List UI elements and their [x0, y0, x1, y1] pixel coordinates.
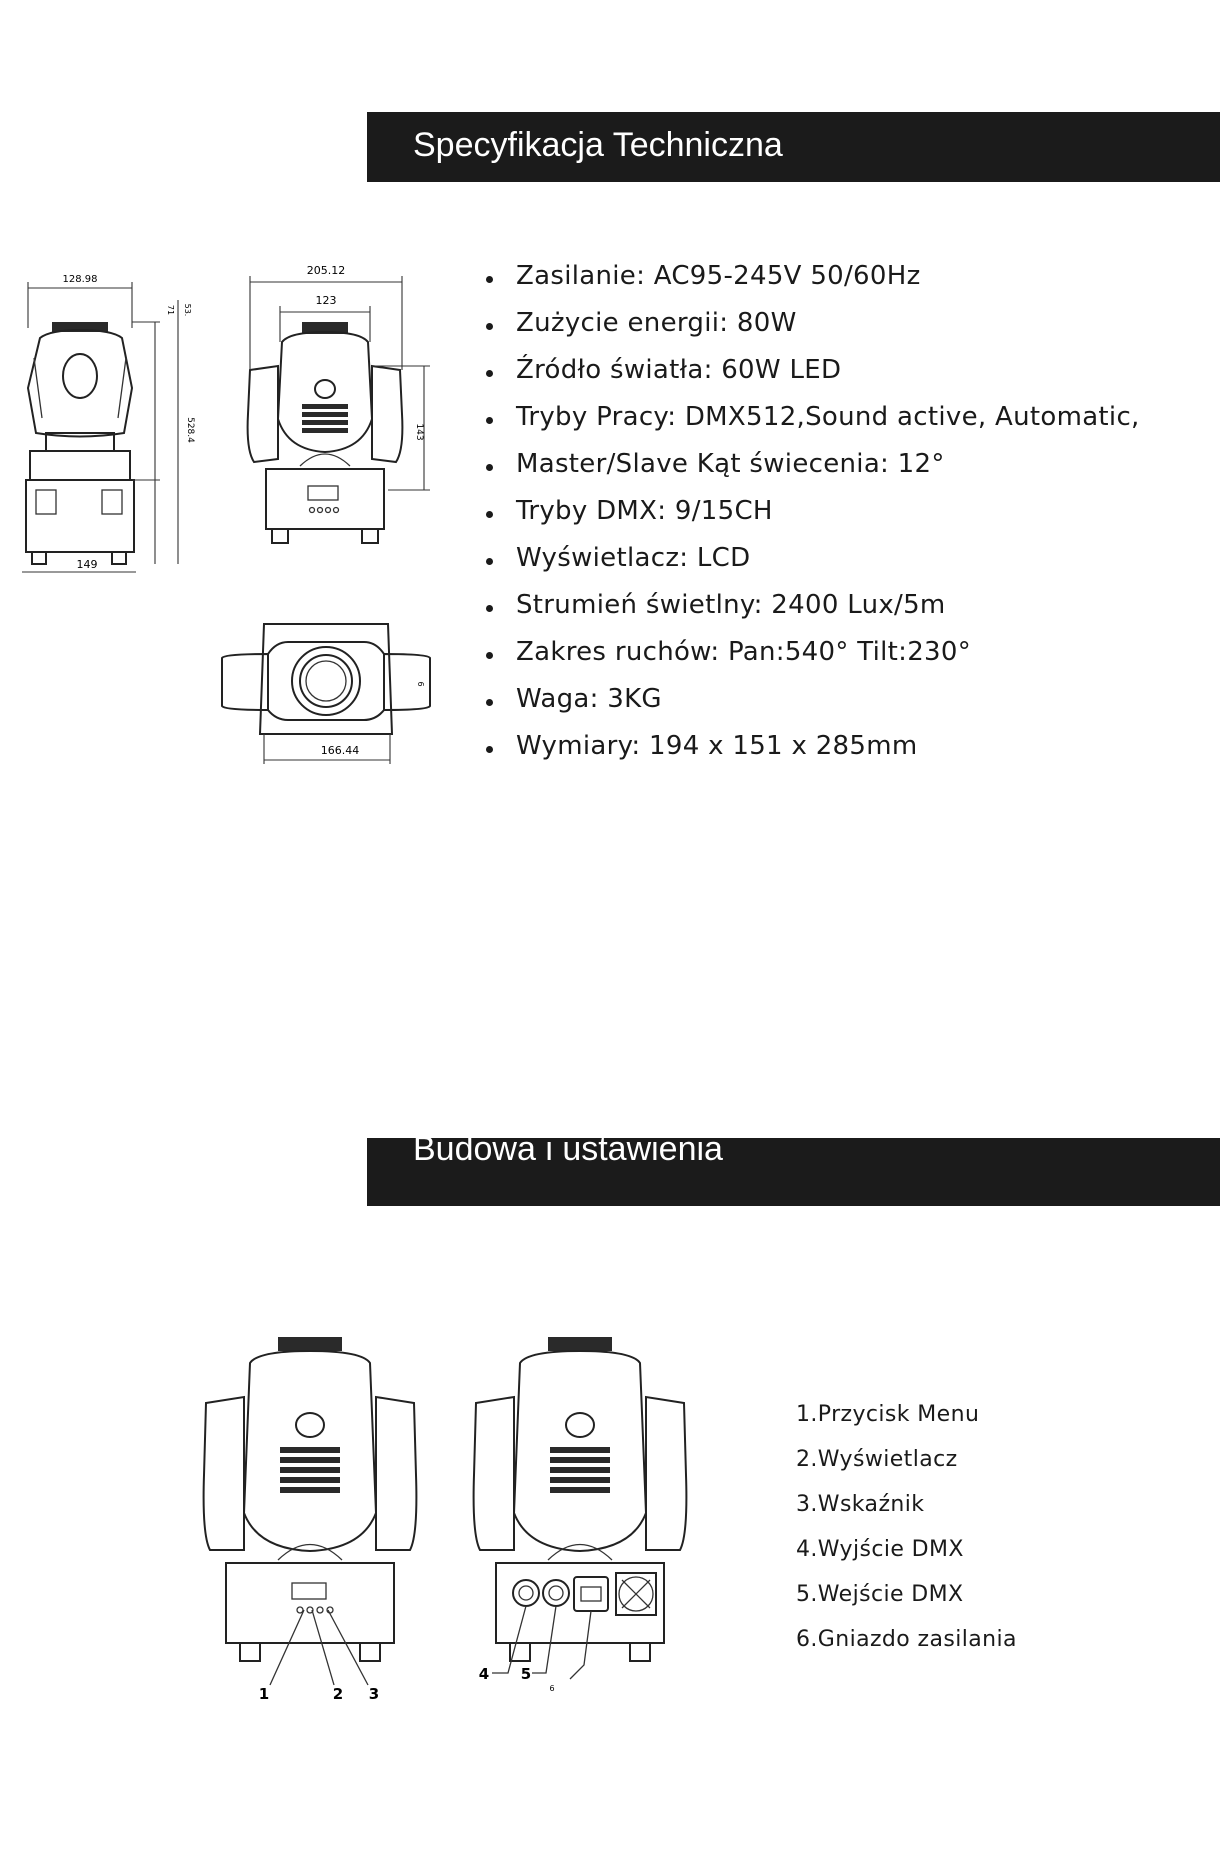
bullet-icon: [486, 652, 493, 659]
bullet-icon: [486, 558, 493, 565]
parts-list: 1.Przycisk Menu 2.Wyświetlacz 3.Wskaźnik…: [796, 1395, 1017, 1665]
bullet-icon: [486, 276, 493, 283]
vent-grille: [280, 1447, 340, 1493]
rear-panel-drawing: 4 5 6: [472, 1337, 688, 1693]
side-view-outline: [25, 322, 135, 565]
part-item: 2.Wyświetlacz: [796, 1447, 958, 1472]
front-view-dimensions: [249, 276, 430, 491]
bullet-icon: [486, 605, 493, 612]
spec-item: Master/Slave Kąt świecenia: 12°: [482, 442, 1140, 489]
top-view-dimensions: [263, 734, 391, 764]
dim-label: 143: [414, 423, 424, 440]
dmx-out-icon: [512, 1579, 540, 1607]
control-panel-outline: [202, 1337, 418, 1662]
dim-label: 71: [166, 305, 175, 315]
spec-item: Tryby DMX: 9/15CH: [482, 489, 1140, 536]
dim-label: 149: [77, 558, 98, 571]
top-view-outline: [221, 623, 431, 735]
callout-lines: [269, 1609, 369, 1686]
part-item: 1.Przycisk Menu: [796, 1402, 980, 1427]
callout-lines: [492, 1605, 592, 1680]
bullet-icon: [486, 511, 493, 518]
callout-label: 2: [333, 1685, 343, 1703]
rear-panel-outline: [472, 1337, 688, 1662]
spec-item: Wymiary: 194 x 151 x 285mm: [482, 724, 1140, 771]
callout-label: 4: [479, 1665, 489, 1683]
side-view-drawing: 128.98 149 71 53. 528.4: [22, 274, 195, 573]
spec-item: Strumień świetlny: 2400 Lux/5m: [482, 583, 1140, 630]
part-item: 3.Wskaźnik: [796, 1492, 925, 1517]
dim-label: 128.98: [63, 274, 98, 285]
power-socket-icon: [573, 1576, 609, 1612]
spec-item: Źródło światła: 60W LED: [482, 348, 1140, 395]
bullet-icon: [486, 370, 493, 377]
part-item: 4.Wyjście DMX: [796, 1537, 964, 1562]
callout-label: 6: [549, 1684, 554, 1693]
spec-item: Zasilanie: AC95-245V 50/60Hz: [482, 254, 1140, 301]
dim-label: 166.44: [321, 744, 360, 757]
dim-label: 205.12: [307, 264, 346, 277]
callout-label: 1: [259, 1685, 269, 1703]
section-title: Budowa i ustawienia: [413, 1130, 723, 1168]
side-view-dimensions: [22, 282, 179, 573]
front-view-outline: [246, 322, 404, 544]
spec-item: Wyświetlacz: LCD: [482, 536, 1140, 583]
bullet-icon: [486, 699, 493, 706]
control-panel-drawing: 1 2 3: [202, 1337, 418, 1703]
dim-label: 6: [416, 681, 425, 686]
dim-label: 123: [316, 294, 337, 307]
vent-grille: [550, 1447, 610, 1493]
spec-item: Tryby Pracy: DMX512,Sound active, Automa…: [482, 395, 1140, 442]
dmx-in-icon: [542, 1579, 570, 1607]
spec-item: Waga: 3KG: [482, 677, 1140, 724]
bullet-icon: [486, 746, 493, 753]
dim-label: 53.: [183, 304, 192, 317]
bullet-icon: [486, 417, 493, 424]
bullet-icon: [486, 464, 493, 471]
front-view-drawing: 205.12 123 143: [246, 264, 430, 544]
vent-grille: [302, 404, 348, 433]
bullet-icon: [486, 323, 493, 330]
fan-icon: [615, 1572, 657, 1616]
section-header-build: Budowa i ustawienia: [367, 1130, 1220, 1206]
spec-list: Zasilanie: AC95-245V 50/60Hz Zużycie ene…: [482, 254, 1140, 771]
part-item: 6.Gniazdo zasilania: [796, 1627, 1017, 1652]
callout-label: 3: [369, 1685, 379, 1703]
section-header-specs: Specyfikacja Techniczna: [367, 112, 1220, 182]
part-item: 5.Wejście DMX: [796, 1582, 964, 1607]
callout-label: 5: [521, 1665, 531, 1683]
top-view-drawing: 166.44 6: [221, 623, 431, 764]
section-title: Specyfikacja Techniczna: [413, 126, 783, 164]
spec-item: Zakres ruchów: Pan:540° Tilt:230°: [482, 630, 1140, 677]
dim-label: 528.4: [185, 417, 195, 443]
spec-item: Zużycie energii: 80W: [482, 301, 1140, 348]
